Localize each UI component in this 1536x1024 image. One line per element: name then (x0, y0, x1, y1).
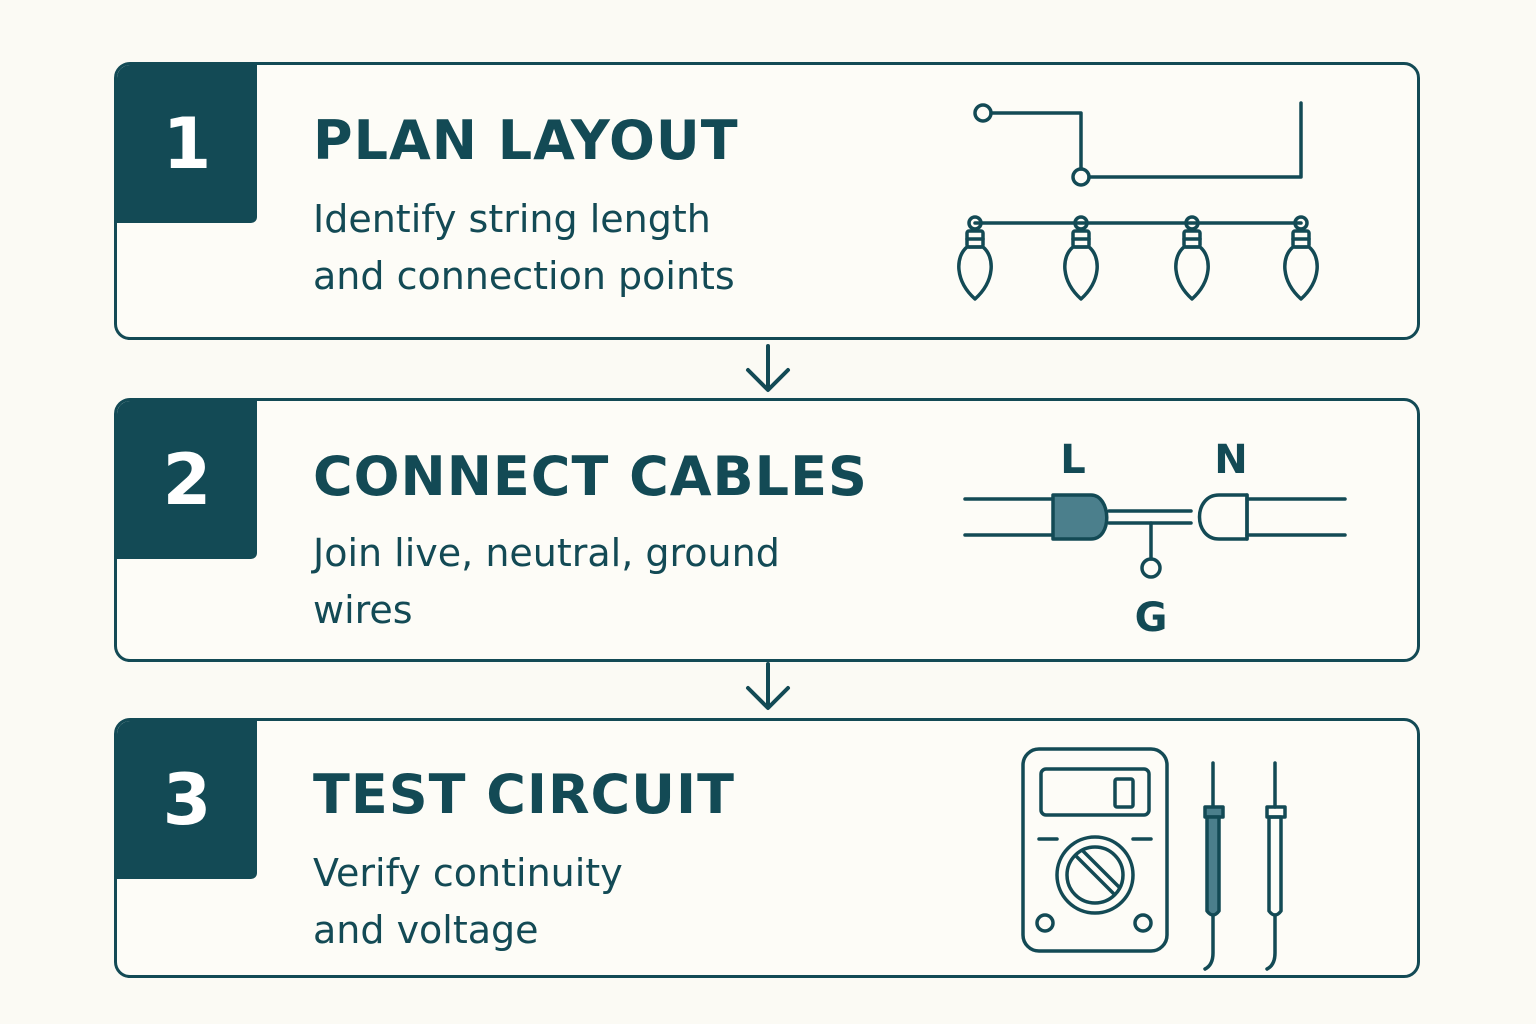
string-lights-layout-icon (957, 101, 1319, 301)
neutral-label: N (1214, 437, 1247, 483)
step-description-line: wires (313, 588, 413, 632)
step-card-plan-layout: 1 PLAN LAYOUT Identify string length and… (114, 62, 1420, 340)
light-bulb-icon (1174, 215, 1210, 301)
down-arrow-icon (746, 344, 790, 392)
step-number: 3 (162, 759, 212, 841)
ground-label: G (1135, 595, 1168, 641)
step-number: 2 (162, 439, 212, 521)
step-number-badge: 2 (117, 401, 257, 559)
step-title: CONNECT CABLES (313, 445, 868, 508)
light-bulb-icon (1063, 215, 1099, 301)
cable-connector-icon: L N G (963, 437, 1347, 641)
step-description-line: and connection points (313, 254, 735, 298)
light-bulb-icon (957, 215, 993, 301)
step-card-test-circuit: 3 TEST CIRCUIT Verify continuity and vol… (114, 718, 1420, 978)
step-description-line: Join live, neutral, ground (313, 531, 780, 575)
step-number-badge: 3 (117, 721, 257, 879)
step-description: Verify continuity and voltage (313, 845, 873, 959)
multimeter-icon (1021, 747, 1287, 971)
light-bulb-icon (1283, 215, 1319, 301)
live-label: L (1060, 437, 1086, 483)
down-arrow-icon (746, 662, 790, 710)
step-description-line: Identify string length (313, 197, 711, 241)
step-number: 1 (162, 103, 212, 185)
step-description: Join live, neutral, ground wires (313, 525, 873, 639)
step-description-line: Verify continuity (313, 851, 623, 895)
step-description-line: and voltage (313, 908, 539, 952)
step-title: TEST CIRCUIT (313, 763, 735, 826)
step-title: PLAN LAYOUT (313, 109, 739, 172)
step-description: Identify string length and connection po… (313, 191, 873, 305)
step-number-badge: 1 (117, 65, 257, 223)
step-card-connect-cables: 2 CONNECT CABLES Join live, neutral, gro… (114, 398, 1420, 662)
